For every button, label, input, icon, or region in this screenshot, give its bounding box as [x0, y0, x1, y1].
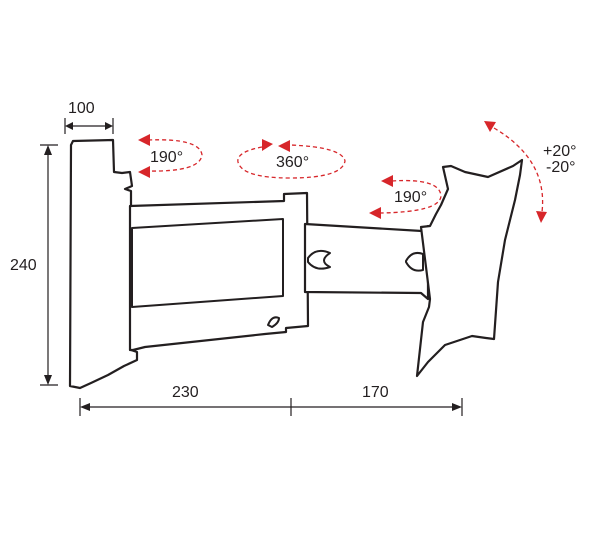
label-tilt-down: -20°: [546, 159, 576, 176]
label-first-arm-length: 230: [172, 384, 199, 401]
label-wall-plate-depth: 100: [68, 100, 95, 117]
lock-knob: [267, 316, 280, 328]
labels: 100 240 230 170 190° 360° 190° +20° -20°: [10, 100, 577, 401]
tilt-arrow: [493, 127, 544, 213]
wall-rotation-arrow: [147, 139, 203, 172]
label-second-arm-length: 170: [362, 384, 389, 401]
head-rotation-arrow: [379, 179, 442, 214]
label-middle-rotation: 360°: [276, 154, 309, 171]
label-height: 240: [10, 257, 37, 274]
label-head-rotation: 190°: [394, 189, 427, 206]
dimension-lines: [40, 118, 463, 416]
display-head: [415, 158, 524, 378]
first-arm: [128, 191, 310, 352]
mount-body: [68, 138, 524, 390]
label-wall-rotation: 190°: [150, 149, 183, 166]
label-tilt-up: +20°: [543, 143, 577, 160]
first-arm-window: [131, 218, 284, 308]
rotation-arrows: [138, 121, 547, 223]
middle-rotation-arrow: [237, 144, 346, 179]
middle-pivot: [307, 249, 331, 270]
wall-plate: [68, 138, 139, 390]
head-pivot: [405, 251, 424, 272]
